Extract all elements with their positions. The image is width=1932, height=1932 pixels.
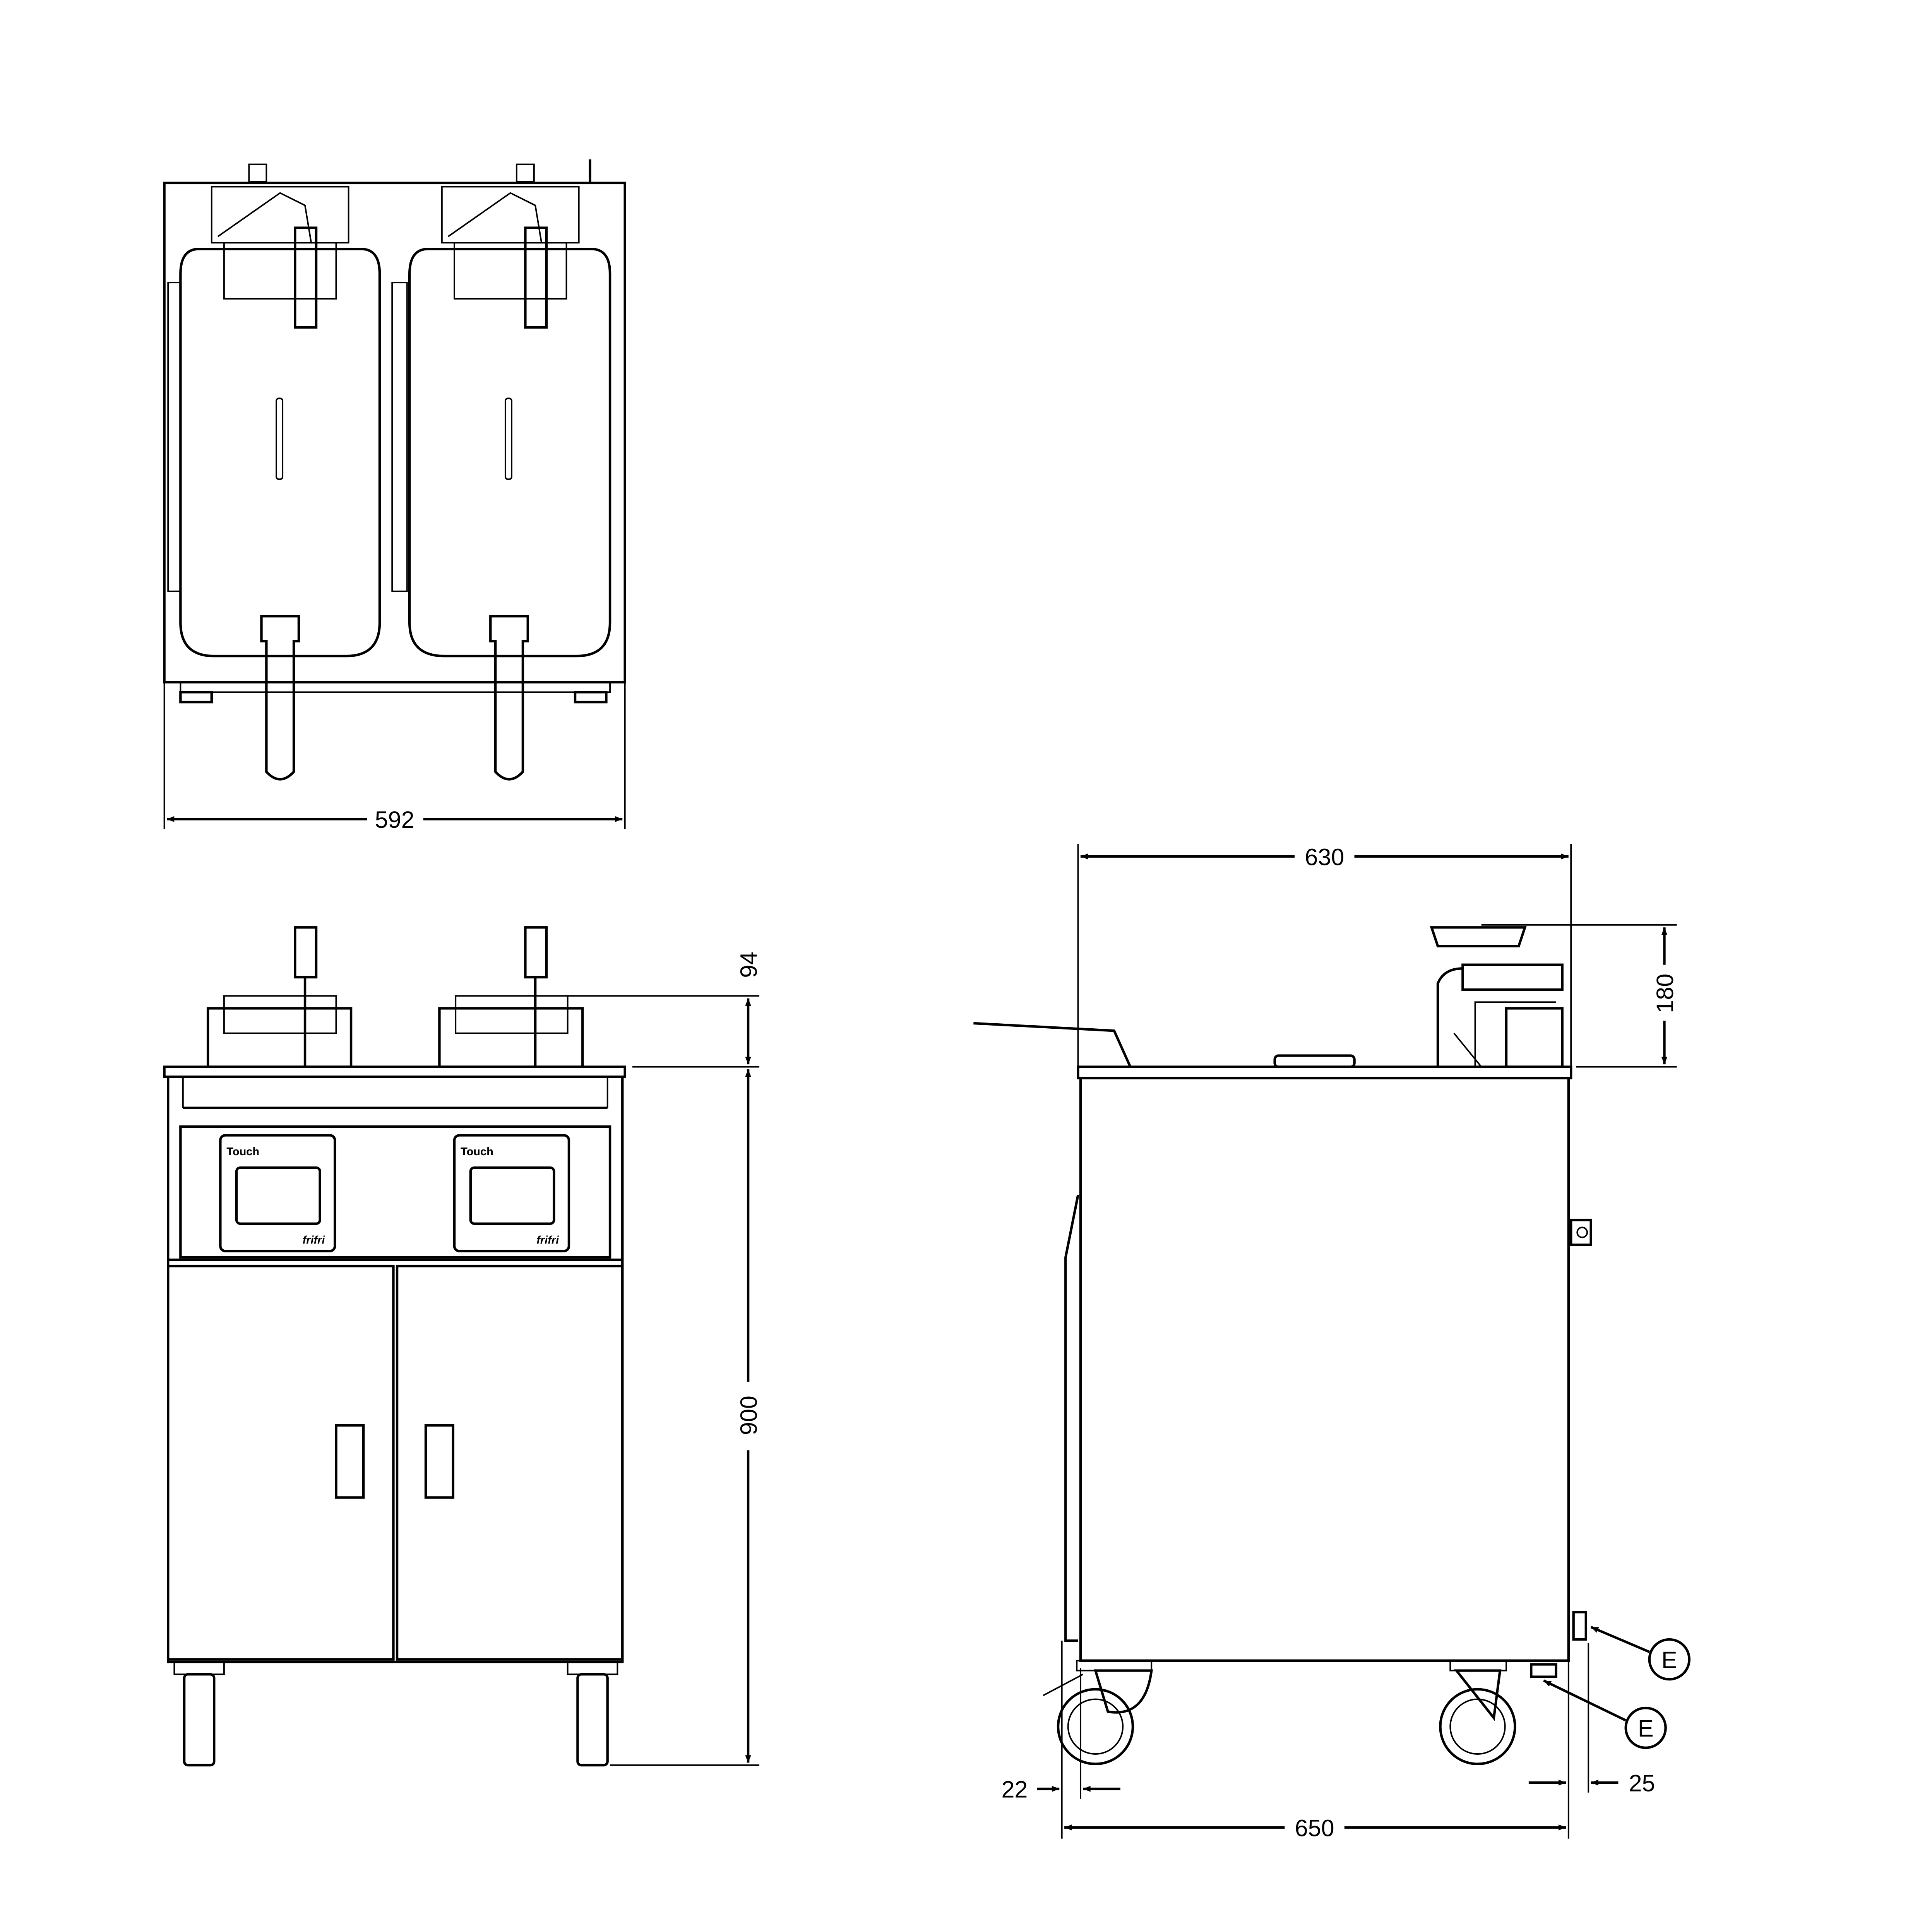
dimension-label-592: 592	[375, 807, 414, 833]
side-view: E E 630 180 650 22 25	[973, 844, 1690, 1841]
dimension-height: 94 900	[566, 952, 762, 1766]
basket-right-top	[391, 163, 611, 781]
dimension-lift-height: 180	[1481, 924, 1678, 1068]
connection-fitting-2	[1530, 1663, 1557, 1678]
connection-fitting-1	[1572, 1611, 1588, 1641]
dimension-label-25: 25	[1629, 1770, 1655, 1797]
dimension-label-900: 900	[736, 1396, 762, 1435]
dimension-depth: 630	[1077, 844, 1572, 1067]
leg-left	[183, 1673, 216, 1767]
top-view: 592	[163, 159, 626, 833]
controller-brand-label: Touch	[461, 1146, 493, 1158]
controller-logo: frifri	[303, 1234, 325, 1246]
caster-front	[1043, 1660, 1153, 1765]
basket-right-front	[438, 926, 584, 1068]
dimension-label-94: 94	[736, 952, 762, 978]
dimension-label-630: 630	[1305, 844, 1344, 870]
connection-marker-1: E	[1590, 1625, 1690, 1681]
dimension-overall-depth: 650 22 25	[1001, 1641, 1655, 1841]
connection-marker-2: E	[1543, 1679, 1667, 1749]
front-view: Touch frifri Touch frifri 94 900	[163, 926, 762, 1767]
door-left[interactable]	[167, 1264, 395, 1661]
dimension-label-22: 22	[1001, 1776, 1028, 1803]
basket-left-top	[167, 163, 381, 781]
dimension-width: 592	[163, 682, 626, 833]
leg-right	[576, 1673, 609, 1767]
lift-mechanism	[1430, 926, 1564, 1068]
dimension-label-650: 650	[1295, 1815, 1334, 1841]
controller-logo: frifri	[536, 1234, 559, 1246]
controller-right: Touch frifri	[453, 1134, 570, 1252]
caster-rear	[1439, 1660, 1516, 1765]
svg-text:E: E	[1638, 1715, 1654, 1742]
door-handle-right[interactable]	[424, 1424, 455, 1499]
controller-brand-label: Touch	[226, 1146, 259, 1158]
dimension-label-180: 180	[1652, 974, 1678, 1013]
svg-text:E: E	[1661, 1647, 1677, 1673]
door-right[interactable]	[396, 1264, 624, 1661]
basket-left-front	[206, 926, 353, 1068]
controller-left: Touch frifri	[219, 1134, 336, 1252]
door-handle-left[interactable]	[335, 1424, 365, 1499]
